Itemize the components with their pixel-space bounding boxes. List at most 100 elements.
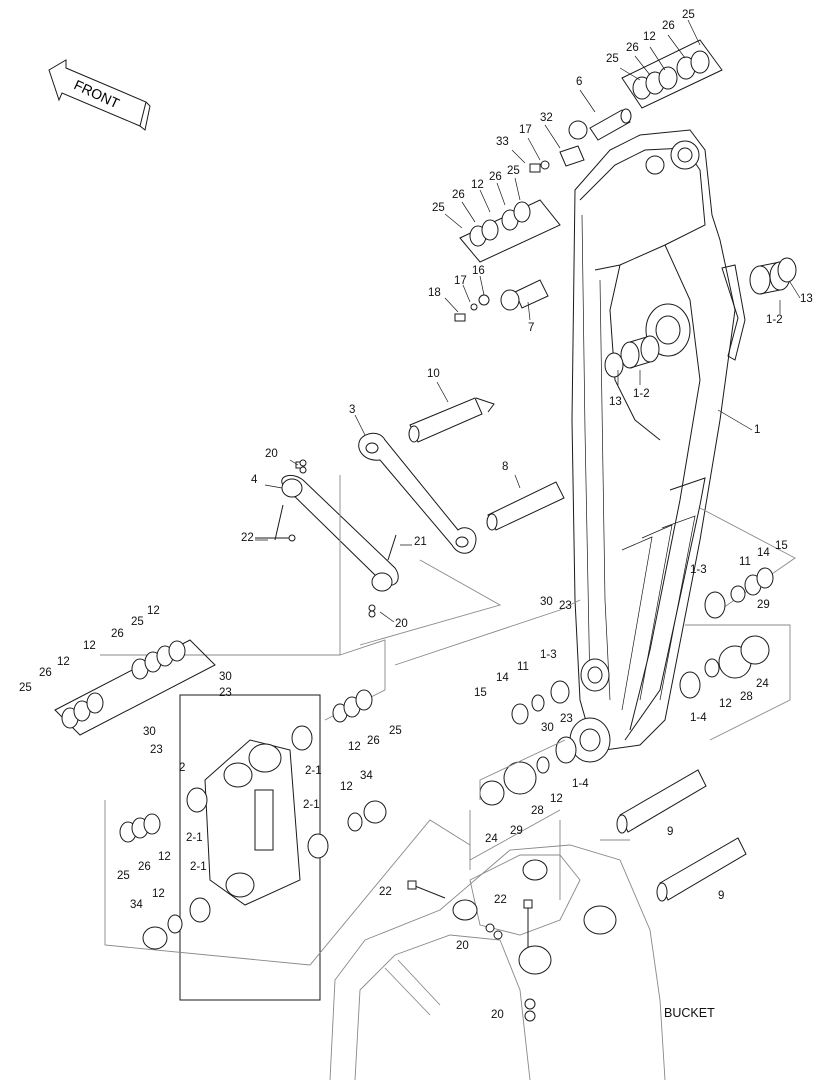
callout: 10: [427, 368, 440, 380]
callout: 14: [496, 672, 509, 684]
bushing-1-2-left: [604, 335, 660, 378]
callout: 26: [39, 667, 52, 679]
callout: 15: [474, 687, 487, 699]
callout: 13: [609, 396, 622, 408]
callout: 30: [540, 596, 553, 608]
callout: 1-3: [540, 649, 557, 661]
pin-8: [486, 481, 565, 531]
callout: 11: [517, 661, 529, 673]
callout: 1: [754, 424, 761, 436]
bolt-22-bucket: [407, 880, 533, 948]
callout: 26: [367, 735, 380, 747]
callout: 26: [452, 189, 465, 201]
shim-set-upper-left: [459, 199, 561, 263]
callout: 25: [131, 616, 144, 628]
callout: 25: [432, 202, 445, 214]
bucket-label: BUCKET: [664, 1006, 715, 1020]
callout: 25: [389, 725, 402, 737]
callout: 25: [507, 165, 520, 177]
callout: 12: [550, 793, 563, 805]
callout: 24: [485, 833, 498, 845]
bolt-22-left: [255, 534, 296, 542]
shim-set-left-a: [54, 639, 216, 736]
callout: 1-4: [690, 712, 707, 724]
callout: 26: [138, 861, 151, 873]
callout: 12: [348, 741, 361, 753]
callout: 24: [756, 678, 769, 690]
callout: 2-1: [190, 861, 207, 873]
callout: 12: [158, 851, 171, 863]
front-direction-arrow: FRONT: [44, 58, 154, 138]
callout: 29: [757, 599, 770, 611]
callout: 22: [494, 894, 507, 906]
callout: 1-2: [766, 314, 783, 326]
callout: 25: [19, 682, 32, 694]
callout: 12: [147, 605, 160, 617]
callout: 25: [117, 870, 130, 882]
callout: 12: [643, 31, 656, 43]
callout: 25: [682, 9, 695, 21]
callout: 30: [143, 726, 156, 738]
callout: 13: [800, 293, 813, 305]
callout: 12: [152, 888, 165, 900]
pin-10: [408, 397, 495, 443]
callout: 12: [719, 698, 732, 710]
leader-lines: [255, 19, 801, 623]
callout: 14: [757, 547, 770, 559]
callout: 29: [510, 825, 523, 837]
callout: 11: [739, 556, 751, 568]
callout: 1-3: [690, 564, 707, 576]
callout: 15: [775, 540, 788, 552]
callout: 32: [540, 112, 553, 124]
callout: 30: [541, 722, 554, 734]
shim-set-left-b: [119, 813, 183, 950]
callout: 26: [489, 171, 502, 183]
callout: 9: [667, 826, 674, 838]
bolt-33: [529, 160, 550, 173]
callout: 34: [130, 899, 143, 911]
pin-9-upper: [616, 769, 707, 834]
plate-32: [559, 145, 585, 167]
callout: 22: [379, 886, 392, 898]
callout: 4: [251, 474, 258, 486]
pin-9-lower: [656, 837, 747, 902]
callout: 33: [496, 136, 509, 148]
nuts-20: [299, 459, 536, 1022]
callout: 7: [528, 322, 535, 334]
callout: 20: [491, 1009, 504, 1021]
callout: 17: [454, 275, 467, 287]
callout: 17: [519, 124, 532, 136]
callout: 23: [219, 687, 232, 699]
callout: 2-1: [305, 765, 322, 777]
pin-6: [568, 108, 632, 141]
link-3: [358, 432, 477, 554]
callout: 9: [718, 890, 725, 902]
callout: 21: [414, 536, 427, 548]
callout: 28: [740, 691, 753, 703]
callout: 2-1: [303, 799, 320, 811]
callout: 26: [111, 628, 124, 640]
callout: 20: [265, 448, 278, 460]
shim-set-top: [621, 39, 723, 109]
callout: 25: [606, 53, 619, 65]
guide-lines-link: [100, 475, 581, 721]
callout: 3: [349, 404, 356, 416]
callout: 12: [57, 656, 70, 668]
callout: 2-1: [186, 832, 203, 844]
bushing-1-2-right: [749, 257, 797, 295]
callout: 8: [502, 461, 509, 473]
link-4: [274, 461, 399, 592]
callout: 26: [626, 42, 639, 54]
callout: 6: [576, 76, 583, 88]
pin-7: [454, 279, 549, 322]
callout: 2: [179, 762, 186, 774]
callout: 12: [471, 179, 484, 191]
callout: 12: [340, 781, 353, 793]
callout: 34: [360, 770, 373, 782]
callout: 1-2: [633, 388, 650, 400]
callout: 23: [560, 713, 573, 725]
callout: 26: [662, 20, 675, 32]
callout: 18: [428, 287, 441, 299]
bushings-lower: [469, 507, 796, 861]
